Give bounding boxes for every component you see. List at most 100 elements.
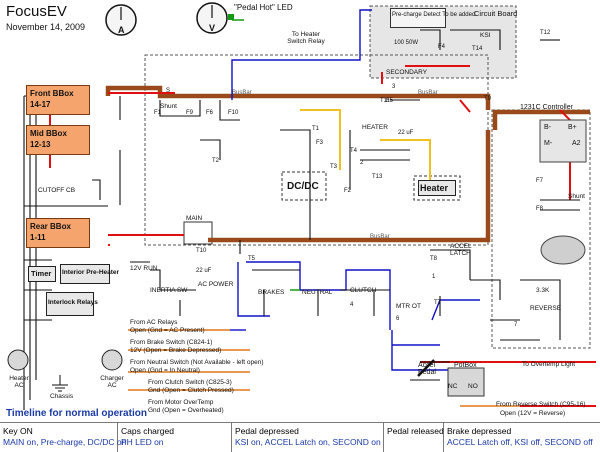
terminal-t5: T5 [248,256,256,262]
relay-num-7: 7 [514,322,518,328]
bplus-label: B+ [568,124,577,131]
interlock-label: Interlock Relays [48,299,98,306]
accel-pedal-label: Accel Pedal [418,362,436,376]
heater-box [418,180,456,196]
precharge-label: Pre-charge Detect To be added [392,12,476,18]
timeline-step-header: Key ON [3,426,33,436]
precharge-box [390,8,446,28]
res33k-label: 3.3K [536,287,550,294]
chassis-label: Chassis [50,393,74,400]
terminal-t7: T7 [434,300,442,306]
dcdc-outline [281,171,327,201]
ksi-label: KSI [480,32,491,39]
busbar2-label: BusBar [418,90,438,96]
charger-ac-label: Charger AC [100,375,124,389]
timeline-step-body: MAIN on, Pre-charge, DC/DC on [3,437,127,447]
timer-label: Timer [31,269,52,278]
overtemp-light-label: To Overtemp Light [522,361,576,368]
front-battery-box [26,85,90,115]
timeline-step-header: Caps charged [121,426,174,436]
timeline-step-body: KSI on, ACCEL Latch on, SECOND on [235,437,381,447]
fuse-f3: F3 [316,140,324,146]
fuse-f10: F10 [228,110,239,116]
from-brake-label: From Brake Switch (C824-1) [130,339,213,346]
main-relay-label: MAIN [186,215,203,222]
front-battery-range: 14-17 [30,100,51,109]
timeline-step: Caps charged PH LED on [118,423,232,452]
circuit-board-label: Circuit Board [474,9,518,18]
terminal-t10: T10 [196,248,207,254]
terminal-t12: T12 [540,30,551,36]
clutch-gnd-label: Gnd (Open = Clutch Pressed) [148,387,234,394]
resistor-label: 100 50W [394,40,419,46]
terminal-t13: T13 [372,174,383,180]
chassis-ground [52,375,68,392]
from-ac-relays-label: From AC Relays [130,319,178,326]
cap2-label: 22 uF [196,268,212,274]
rear-battery-range: 1-11 [30,233,46,242]
controller-label: 1231C Controller [520,104,573,111]
fuse-f1: F1 [154,110,162,116]
terminal-t9: T9 [484,96,492,102]
heater-box-label: Heater [420,183,449,193]
timeline-step: Brake depressed ACCEL Latch off, KSI off… [444,423,600,452]
motor-body [540,235,586,265]
shunt-s-label: S [166,88,171,94]
potbox-body [447,367,485,397]
busbar3-label: BusBar [370,234,390,240]
accel-latch-label: ACCEL LATCH [450,243,472,257]
timeline-step-body: ACCEL Latch off, KSI off, SECOND off [447,437,593,447]
fuse-f5: F5 [386,98,394,104]
relay-num-3: 3 [392,84,396,90]
heater-ac-plug [7,349,29,371]
controller-outline [491,109,591,349]
accel-pedal-arrow [417,359,435,377]
busbar1-label: BusBar [232,90,252,96]
nc-label: NC [448,383,458,390]
relay-num-1: 1 [432,274,436,280]
red-wires [49,65,596,407]
fuse-f6: F6 [206,110,214,116]
acpower-label: AC POWER [198,281,234,288]
front-battery-name: Front BBox [30,89,74,98]
cap1-label: 22 uF [398,130,414,136]
timeline-step: Pedal released [384,423,444,452]
clutch-label: CLUTCH [350,287,377,294]
secondary-label: SECONDARY [386,69,428,76]
heater-relay-label: HEATER [362,124,388,131]
brake-12v-label: 12V (Open = Brake Depressed) [130,347,222,354]
yellow-wires [300,109,431,180]
reverse-label: REVERSE [530,305,562,312]
bminus-label: B- [544,124,551,131]
dcdc-label: DC/DC [287,181,319,192]
brakes-label: BRAKES [258,289,285,296]
relay-num-6: 6 [396,316,400,322]
neutral-open-label: Open (Gnd = In Neutral) [130,367,200,374]
timer-box [28,266,56,282]
a2-label: A2 [572,140,581,147]
from-clutch-label: From Clutch Switch (C825-3) [148,379,232,386]
terminal-t14: T14 [472,46,483,52]
neutral-label: NEUTRAL [302,289,333,296]
terminal-t11: T11 [380,98,390,104]
ammeter-label: A [118,25,125,35]
voltmeter-label: V [209,23,216,33]
timeline-step-header: Brake depressed [447,426,512,436]
timeline-bar: Key ON MAIN on, Pre-charge, DC/DC on Cap… [0,422,600,452]
timeline-step-header: Pedal released [387,426,444,436]
fuse-f9: F9 [186,110,194,116]
page-date: November 14, 2009 [6,22,86,32]
run12v-label: 12V RUN [130,265,158,272]
rear-battery-name: Rear BBox [30,222,71,231]
terminal-t4: T4 [350,148,358,154]
motor-gnd-label: Gnd (Open = Overheated) [148,407,224,414]
shunt2-label: Shunt [568,193,585,200]
inertia-label: INERTIA SW [150,287,188,294]
mid-battery-box [26,125,90,155]
mid-battery-name: Mid BBox [30,129,67,138]
m-label: M- [544,140,553,147]
mid-battery-range: 12-13 [30,140,51,149]
relay-num-4: 4 [350,302,354,308]
